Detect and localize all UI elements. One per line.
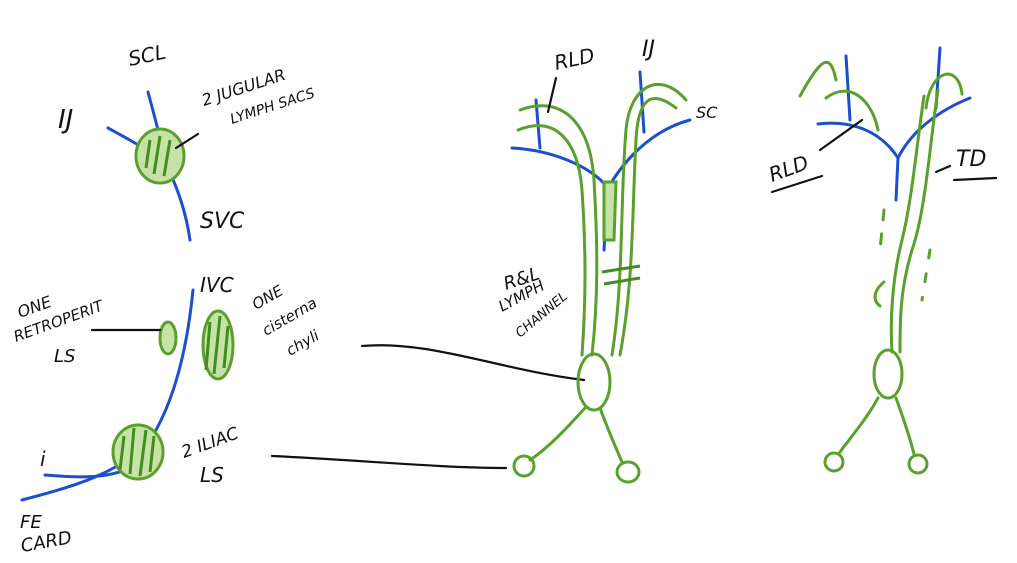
label-retroperit-3: LS	[54, 346, 75, 367]
label-cisterna-3: chyli	[283, 326, 323, 359]
cisterna-chyli-middle	[576, 352, 612, 412]
right-iliac-sac-middle	[512, 454, 536, 478]
cisterna-connector	[360, 344, 586, 382]
right-iliac-trunk-right-panel	[838, 396, 880, 454]
cisterna-hatching	[204, 321, 212, 371]
sac-hatching	[144, 139, 152, 169]
iliac-connector	[270, 454, 508, 470]
left-subclavian-vein	[606, 118, 692, 190]
jugular-sac-pointer	[174, 132, 200, 150]
rld-pointer-right	[818, 118, 864, 152]
left-iliac-trunk	[598, 406, 624, 464]
iliac-lymph-sac	[111, 423, 165, 481]
panel-left-embryonic-lymph-sacs: IJ SCL 2 JUGULAR LYMPH SACS SVC IVC ONE …	[11, 40, 323, 557]
thoracic-duct-inner	[889, 94, 926, 354]
left-iliac-sac-right-panel	[907, 453, 929, 475]
left-lymph-channel-outer	[610, 82, 688, 357]
inferior-vena-cava	[20, 288, 195, 502]
right-lymph-channel-inner	[516, 124, 587, 357]
label-ivc: IVC	[200, 273, 234, 297]
channel-crossbar	[603, 276, 641, 286]
label-ij: IJ	[58, 105, 73, 135]
hatched-channel-segment	[602, 180, 618, 242]
left-subclavian-right-panel	[896, 96, 972, 160]
label-td: TD	[956, 147, 986, 172]
iliac-hatching	[148, 435, 156, 473]
label-sc-middle: SC	[696, 103, 718, 122]
channel-crossbar	[601, 264, 641, 274]
label-iliac-1: 2 ILIAC	[179, 424, 242, 463]
label-cisterna-1: ONE	[249, 281, 287, 313]
sac-hatching	[152, 135, 162, 175]
left-lymph-channel-inner	[618, 97, 678, 357]
label-ij-middle: IJ	[642, 37, 655, 62]
cisterna-hatching	[222, 325, 230, 369]
iliac-hatching	[138, 429, 148, 477]
label-scl: SCL	[126, 40, 168, 71]
left-iliac-trunk-right-panel	[894, 396, 916, 456]
right-ij-right-panel	[844, 54, 852, 122]
iliac-vein	[43, 468, 127, 479]
left-upper-loop	[924, 72, 964, 110]
rld-pointer	[546, 76, 558, 114]
faint-channel-left	[878, 208, 886, 252]
jugular-lymph-sac	[134, 127, 186, 185]
td-pointer	[934, 164, 952, 174]
left-ij-middle	[638, 70, 646, 134]
svc-right-panel	[894, 156, 900, 202]
cisterna-chyli-right	[872, 348, 904, 400]
right-upper-loop	[798, 60, 838, 98]
right-lymphatic-duct	[824, 89, 880, 132]
panel-middle-lymph-channels: RLD IJ SC R&L LYMPH CHANNEL	[495, 37, 718, 484]
right-lymph-channel-outer	[518, 104, 599, 357]
panel-right-thoracic-duct: RLD TD	[766, 46, 998, 475]
label-iliac-2: LS	[200, 463, 224, 487]
thoracic-duct-outer	[898, 88, 940, 354]
label-i: i	[40, 447, 46, 471]
left-iliac-sac-middle	[615, 460, 641, 484]
right-subclavian-right-panel	[816, 121, 900, 160]
retroperitoneal-lymph-sac	[158, 320, 178, 356]
right-subclavian-vein	[510, 146, 610, 190]
faint-loop	[873, 280, 886, 308]
iliac-hatching	[128, 427, 136, 475]
label-rld-middle: RLD	[552, 43, 597, 75]
rld-underline	[770, 174, 824, 194]
sac-hatching	[162, 139, 172, 177]
iliac-hatching	[118, 435, 126, 471]
right-iliac-sac-right-panel	[823, 451, 845, 473]
right-iliac-trunk	[528, 406, 587, 462]
td-underline	[952, 176, 998, 182]
label-svc: SVC	[200, 209, 245, 234]
cisterna-hatching	[212, 315, 222, 375]
right-ij-middle	[534, 98, 542, 150]
label-fem-1: FE	[20, 512, 42, 533]
faint-channel-right	[920, 248, 932, 302]
